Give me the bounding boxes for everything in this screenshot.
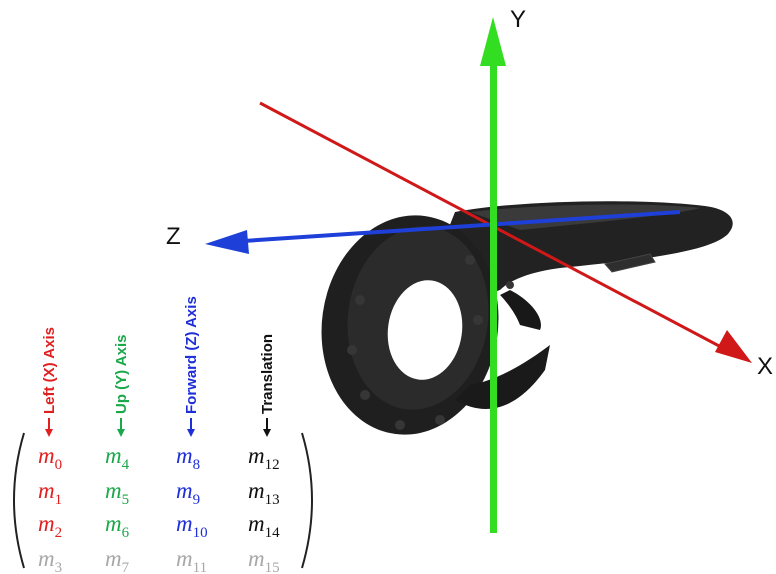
y-axis-arrowhead bbox=[480, 17, 506, 66]
column-arrowhead bbox=[187, 429, 195, 437]
column-label: Translation bbox=[259, 334, 276, 414]
matrix-entry: m6 bbox=[105, 511, 130, 541]
matrix-right-bracket bbox=[301, 432, 313, 569]
matrix-entry: m11 bbox=[176, 546, 207, 574]
matrix-entry: m3 bbox=[38, 546, 62, 574]
matrix-entry: m12 bbox=[248, 443, 280, 473]
column-label: Up (Y) Axis bbox=[113, 335, 130, 414]
tracking-ring-hole bbox=[387, 280, 463, 380]
matrix-entry: m9 bbox=[176, 478, 200, 508]
matrix-entry: m0 bbox=[38, 443, 62, 473]
sensor-dimples bbox=[347, 255, 514, 430]
column-arrowhead bbox=[263, 429, 271, 437]
matrix-left-bracket bbox=[13, 432, 25, 569]
z-axis-arrowhead bbox=[205, 230, 249, 254]
ring-lower-flap bbox=[455, 345, 550, 409]
matrix-entry: m1 bbox=[38, 478, 62, 508]
controller-trigger bbox=[500, 290, 541, 330]
column-arrowhead bbox=[117, 429, 125, 437]
coordinate-axes: Y Z X bbox=[166, 6, 773, 533]
matrix-entry: m14 bbox=[248, 511, 280, 541]
x-axis-label: X bbox=[757, 353, 773, 380]
matrix-entry: m4 bbox=[105, 443, 130, 473]
vr-controller-illustration bbox=[321, 201, 733, 435]
z-axis-label: Z bbox=[166, 223, 181, 250]
x-axis-arrowhead bbox=[715, 330, 752, 363]
matrix-column-labels: Left (X) Axis Up (Y) Axis Forward (Z) Axis… bbox=[41, 296, 276, 437]
matrix-entry: m10 bbox=[176, 511, 208, 541]
y-axis-line bbox=[490, 60, 497, 533]
matrix-entry: m5 bbox=[105, 478, 129, 508]
column-arrowhead bbox=[45, 429, 53, 437]
column-label: Left (X) Axis bbox=[41, 327, 58, 414]
trackpad-ridge bbox=[604, 253, 656, 273]
matrix-entry: m2 bbox=[38, 511, 62, 541]
matrix-entry: m13 bbox=[248, 478, 280, 508]
matrix-brackets bbox=[13, 432, 313, 569]
x-axis-line bbox=[259, 101, 739, 358]
z-axis-line bbox=[227, 210, 681, 244]
matrix-entry: m8 bbox=[176, 443, 200, 473]
matrix-entry: m15 bbox=[248, 546, 280, 574]
column-label: Forward (Z) Axis bbox=[183, 296, 200, 414]
y-axis-label: Y bbox=[510, 6, 526, 33]
matrix-entry: m7 bbox=[105, 546, 130, 574]
